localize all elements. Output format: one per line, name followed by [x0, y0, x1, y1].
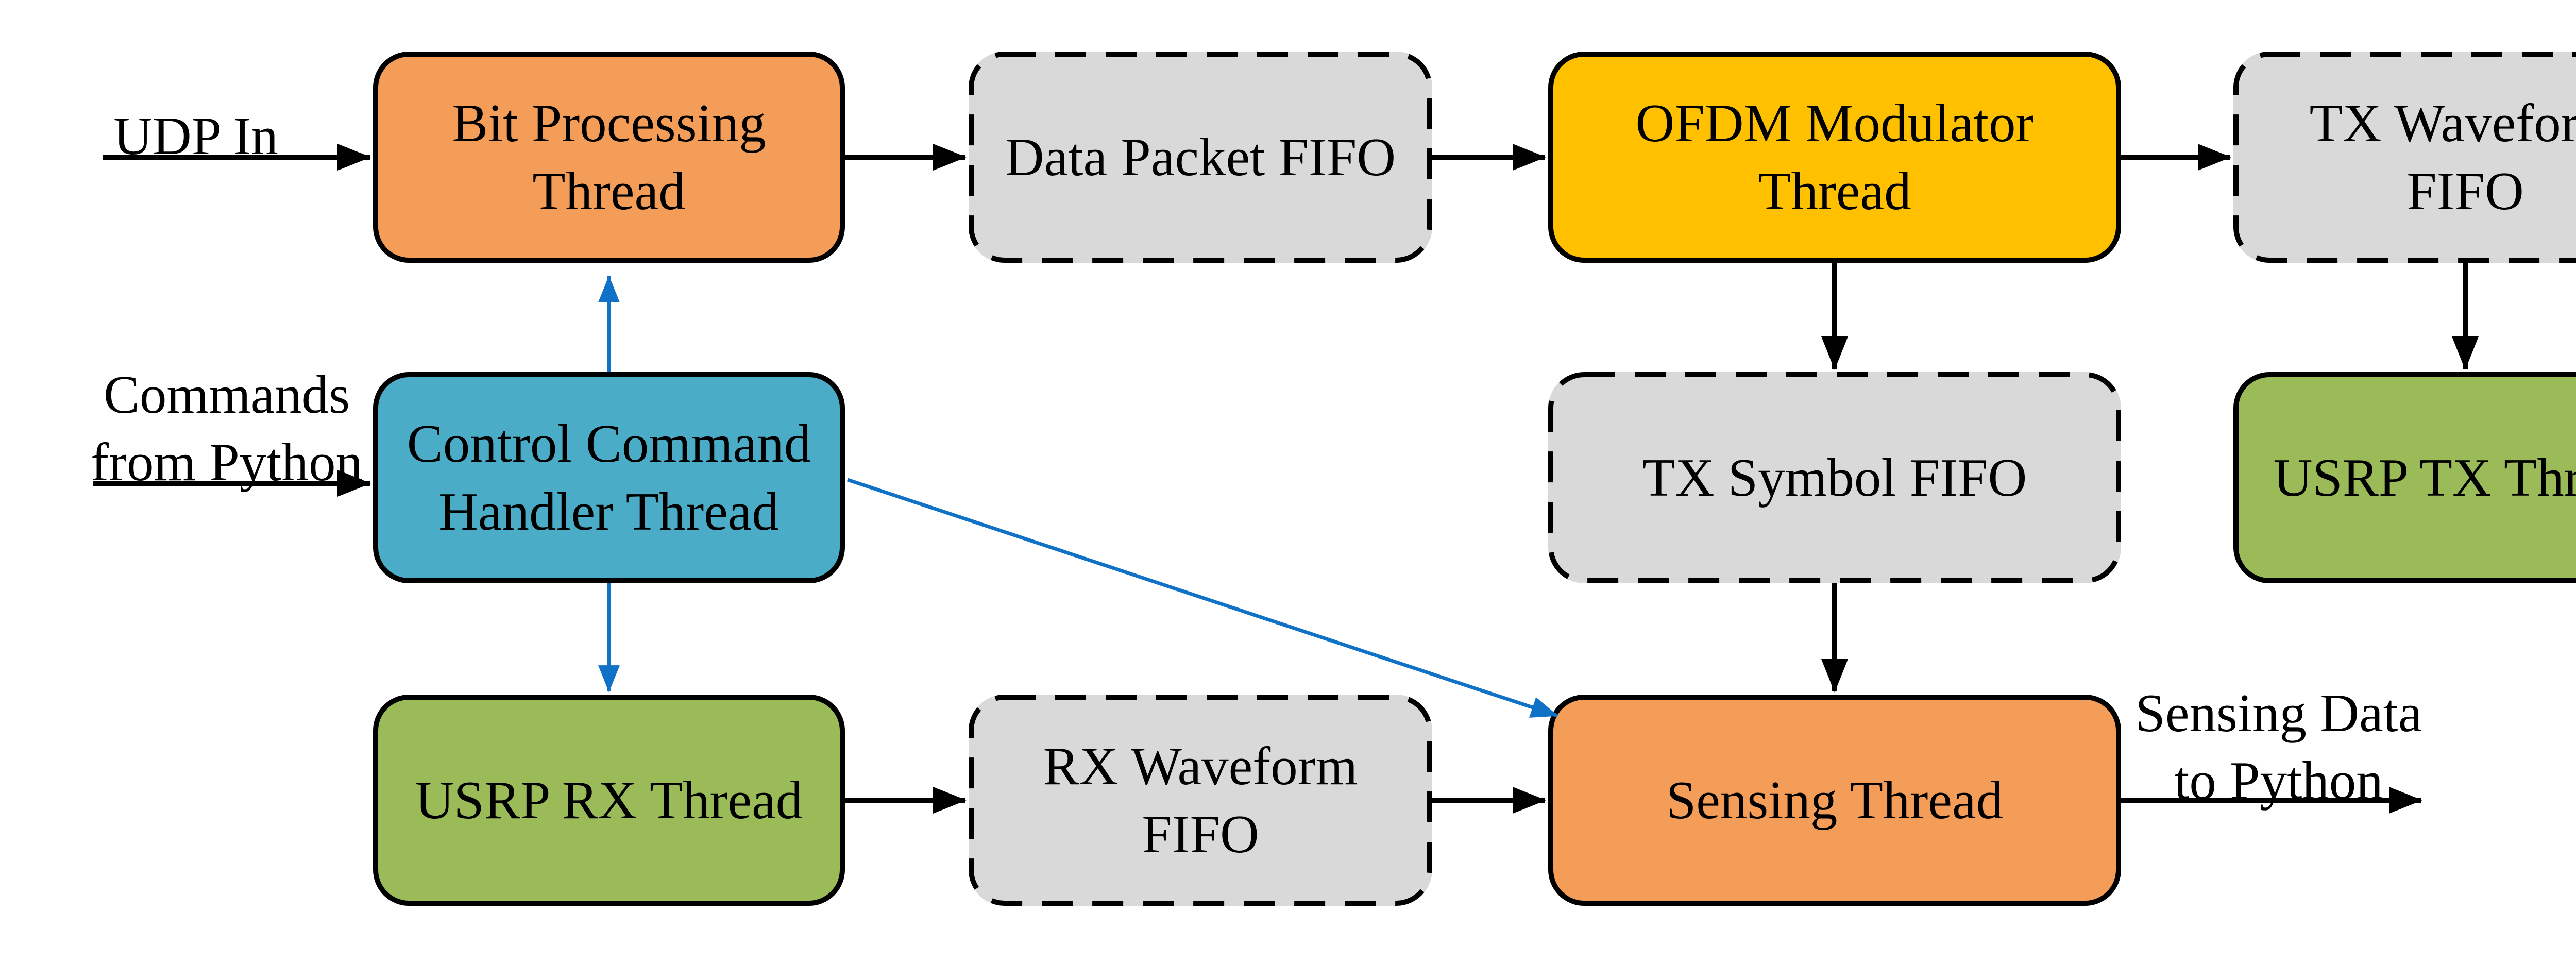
node-label-line: FIFO [2406, 161, 2524, 221]
node-label-line: FIFO [1142, 804, 1259, 864]
node-label-line: Bit Processing [452, 93, 766, 153]
node-label-line: Thread [1758, 161, 1911, 221]
node-bit-processing-thread: Bit Processing Thread [373, 52, 845, 263]
node-tx-symbol-fifo: TX Symbol FIFO [1548, 372, 2121, 583]
node-label: Control Command Handler Thread [407, 410, 811, 546]
node-usrp-tx-thread: USRP TX Thread [2233, 372, 2576, 583]
node-label-line: TX Waveform [2309, 93, 2576, 153]
label-line: UDP In [113, 106, 278, 166]
node-tx-waveform-fifo: TX Waveform FIFO [2233, 52, 2576, 263]
node-usrp-rx-thread: USRP RX Thread [373, 695, 845, 906]
node-label-line: Control Command [406, 413, 811, 474]
node-label-line: OFDM Modulator [1635, 93, 2034, 153]
label-line: Sensing Data [2135, 683, 2422, 743]
label-commands-from-python: Commands from Python [72, 361, 381, 496]
label-line: Commands [103, 364, 350, 425]
label-udp-in: UDP In [62, 102, 330, 170]
label-line: to Python [2174, 750, 2383, 811]
node-control-command-handler-thread: Control Command Handler Thread [373, 372, 845, 583]
node-label-line: Sensing Thread [1666, 770, 2004, 830]
node-label: RX Waveform FIFO [1043, 732, 1358, 868]
node-label: TX Symbol FIFO [1642, 444, 2027, 512]
node-label: Bit Processing Thread [452, 89, 766, 225]
node-label: TX Waveform FIFO [2310, 89, 2576, 225]
edge-control-handler-to-sensing [846, 478, 1558, 718]
node-sensing-thread: Sensing Thread [1548, 695, 2121, 906]
node-label-line: RX Waveform [1043, 736, 1358, 796]
node-label-line: Data Packet FIFO [1005, 127, 1396, 187]
node-label: USRP TX Thread [2274, 444, 2576, 512]
label-line: from Python [91, 432, 363, 492]
node-label-line: Handler Thread [439, 481, 779, 542]
node-label: USRP RX Thread [415, 766, 803, 834]
node-label: Sensing Thread [1666, 766, 2003, 834]
node-label-line: USRP TX Thread [2273, 447, 2576, 508]
node-label: OFDM Modulator Thread [1636, 89, 2034, 225]
node-label: Data Packet FIFO [1005, 123, 1396, 191]
node-ofdm-modulator-thread: OFDM Modulator Thread [1548, 52, 2121, 263]
node-label-line: USRP RX Thread [415, 770, 803, 830]
node-label-line: TX Symbol FIFO [1642, 447, 2027, 508]
node-label-line: Thread [532, 161, 686, 221]
node-rx-waveform-fifo: RX Waveform FIFO [969, 695, 1432, 906]
label-sensing-data-to-python: Sensing Data to Python [2124, 679, 2433, 814]
node-data-packet-fifo: Data Packet FIFO [969, 52, 1432, 263]
